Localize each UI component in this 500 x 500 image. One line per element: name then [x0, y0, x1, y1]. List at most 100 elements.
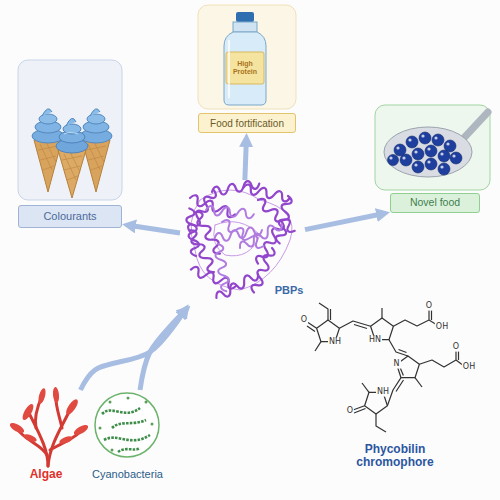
bottle-label: High Protein — [226, 60, 264, 75]
cyanobacteria-illustration-part-part — [109, 401, 112, 404]
algae-illustration-part-part — [22, 433, 37, 443]
spoon-illustration-part-part — [427, 147, 430, 150]
chromophore-structure-part — [319, 303, 331, 320]
flow-arrow — [80, 313, 183, 390]
protein-structure-part — [185, 179, 298, 302]
cyanobacteria-illustration-part-part — [102, 408, 140, 414]
source-node: Cyanobacteria — [85, 390, 170, 485]
label-box: Food fortification — [198, 113, 296, 133]
cyanobacteria-illustration-part-part — [104, 435, 150, 440]
atom-label: O — [346, 407, 354, 416]
node-text: PBPs — [272, 284, 306, 296]
spoon-illustration-part-part — [452, 154, 455, 157]
protein-structure — [185, 179, 298, 302]
algae-illustration-part-part — [8, 421, 25, 435]
atom-label: N — [393, 360, 401, 369]
spoon-illustration-part-part — [396, 146, 399, 149]
chromophore-structure-part — [419, 350, 464, 367]
flow-arrow — [140, 313, 183, 390]
protein-structure-part-part — [189, 265, 237, 290]
protein-structure-part-part — [250, 246, 276, 294]
atom-label: O — [300, 316, 308, 325]
ice-cream-illustration-part — [66, 118, 76, 126]
protein-node: PBPs — [180, 180, 305, 305]
ice-cream-illustration-part — [86, 142, 106, 170]
spoon-illustration-part-part — [419, 132, 431, 144]
spoon-illustration-part-part — [438, 150, 450, 162]
atom-label: NH — [376, 388, 390, 397]
atom-label: O — [425, 302, 433, 311]
protein-structure-part — [206, 206, 284, 293]
label-box: Novel food — [390, 193, 480, 213]
cyanobacteria-illustration-part — [95, 393, 159, 457]
flow-arrow — [245, 143, 246, 180]
chromophore-structure-part — [307, 323, 317, 332]
protein-structure-part-part — [214, 226, 263, 243]
ice-cream-illustration-part — [59, 131, 85, 143]
bottle-illustration-part — [236, 12, 254, 22]
spoon-illustration-part-part — [425, 158, 437, 170]
spoon-illustration-part-part — [421, 134, 424, 137]
spoon-illustration-part-part — [440, 152, 443, 155]
atom-label: HN — [368, 335, 382, 344]
spoon-illustration-part-part — [432, 134, 444, 146]
atom-label: OH — [462, 363, 476, 372]
spoon-illustration-part — [389, 134, 455, 168]
cyanobacteria-illustration-part-part — [111, 449, 114, 452]
cyanobacteria-illustration-part — [102, 408, 150, 452]
algae-illustration-part-part — [64, 398, 80, 417]
spoon-illustration-part-part — [425, 145, 437, 157]
spoon-illustration-part-part — [438, 163, 450, 175]
spoon-illustration-part — [388, 132, 463, 175]
algae-illustration-part-part — [37, 387, 47, 404]
algae-illustration-part — [8, 387, 89, 445]
cyanobacteria-illustration-part-part — [118, 448, 140, 452]
cyanobacteria-illustration-part-part — [145, 401, 148, 404]
bottle-illustration-part — [198, 5, 296, 109]
atom-label: O — [452, 343, 460, 352]
spoon-illustration-part-part — [440, 165, 443, 168]
spoon-illustration-part — [462, 112, 488, 140]
spoon-illustration-part-part — [412, 148, 424, 160]
algae-illustration-part — [18, 430, 47, 455]
spoon-illustration-part-part — [414, 163, 417, 166]
algae-illustration-part-part — [58, 435, 73, 445]
atom-label: NH — [328, 337, 342, 346]
spoon-illustration — [375, 105, 490, 190]
flow-arrow — [305, 214, 380, 229]
spoon-illustration-part-part — [414, 150, 417, 153]
node-text: Cyanobacteria — [85, 468, 170, 480]
protein-structure-part-part — [275, 195, 292, 244]
ice-cream-illustration-part — [42, 109, 52, 116]
ice-cream-illustration-part — [38, 142, 58, 170]
spoon-illustration-part — [384, 127, 472, 177]
node-text: Algae — [10, 468, 82, 481]
cyanobacteria-illustration-part-part — [151, 423, 154, 426]
chromophore-structure-part — [353, 406, 366, 413]
chromophore-structure-part — [415, 378, 422, 387]
node-text: Food fortification — [210, 118, 284, 129]
algae-illustration-part-part — [72, 423, 89, 437]
spoon-illustration-part-part — [446, 142, 449, 145]
protein-structure-part-part — [206, 206, 255, 219]
bottle-illustration-part — [224, 32, 266, 105]
label-box: Colourants — [18, 205, 122, 228]
cyanobacteria-illustration-part-part — [127, 397, 130, 400]
spoon-illustration-part-part — [400, 154, 412, 166]
spoon-illustration-part-part — [434, 136, 437, 139]
spoon-illustration-part-part — [408, 138, 411, 141]
spoon-illustration-part-part — [389, 156, 392, 159]
spoon-illustration-part-part — [412, 161, 424, 173]
node-text: Colourants — [43, 210, 96, 222]
chromophore-structure-part — [315, 342, 321, 351]
node-text: Novel food — [410, 197, 460, 209]
ice-cream-illustration-part — [58, 150, 86, 198]
algae-illustration — [8, 387, 89, 466]
spoon-illustration-part-part — [406, 136, 418, 148]
chromophore-structure-part — [389, 340, 408, 356]
flow-arrow — [132, 226, 180, 233]
structure-caption: Phycobilin chromophore — [335, 443, 455, 469]
cyanobacteria-illustration-part — [99, 397, 154, 452]
